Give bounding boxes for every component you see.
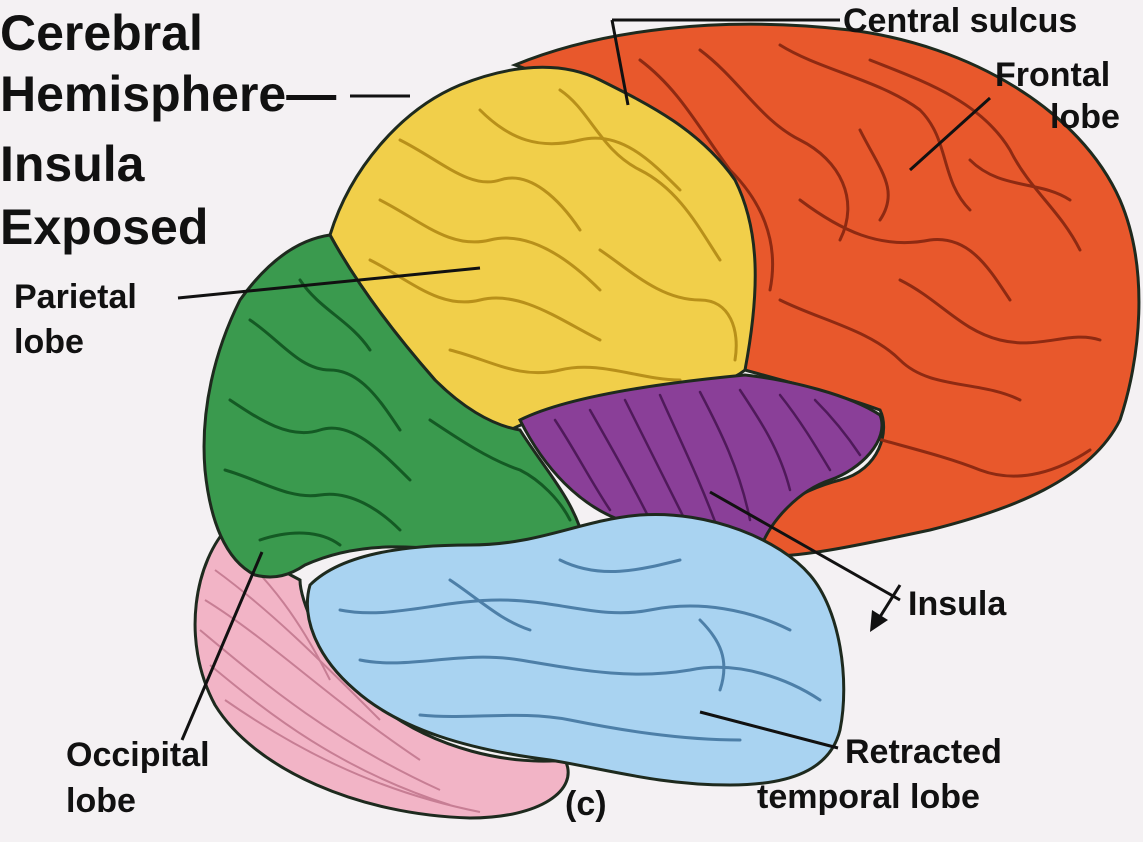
label-parietal-line2: lobe <box>14 325 84 359</box>
label-insula: Insula <box>908 587 1006 621</box>
title-line-1: Cerebral <box>0 8 203 58</box>
title-line-2: Hemisphere— <box>0 69 336 119</box>
title-line-3: Insula <box>0 139 144 189</box>
label-temporal-line1: Retracted <box>845 735 1002 769</box>
label-frontal-line2: lobe <box>1050 100 1120 134</box>
label-occipital-line1: Occipital <box>66 738 210 772</box>
panel-label: (c) <box>565 787 607 821</box>
label-temporal-line2: temporal lobe <box>757 780 980 814</box>
label-parietal-line1: Parietal <box>14 280 137 314</box>
title-line-4: Exposed <box>0 202 208 252</box>
label-central-sulcus: Central sulcus <box>843 4 1077 38</box>
label-frontal-line1: Frontal <box>995 58 1110 92</box>
label-occipital-line2: lobe <box>66 784 136 818</box>
